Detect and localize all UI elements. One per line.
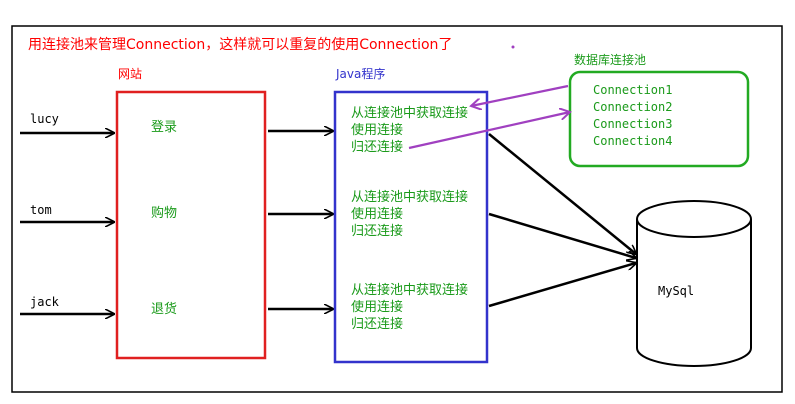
mysql-cylinder-body: [636, 219, 752, 367]
pool-label: 数据库连接池: [574, 52, 646, 67]
website-box: [115, 90, 267, 360]
java-block-2-get: 从连接池中获取连接: [351, 189, 468, 205]
java-block-1-get: 从连接池中获取连接: [351, 105, 468, 121]
diagram-title: 用连接池来管理Connection，这样就可以重复的使用Connection了: [28, 36, 452, 53]
java-db-arrow-2: [488, 212, 636, 258]
java-block-3-get: 从连接池中获取连接: [351, 282, 468, 298]
user-label-tom: tom: [30, 203, 52, 217]
action-return: 退货: [151, 301, 177, 317]
java-program-label: Java程序: [335, 66, 385, 81]
java-block-3-use: 使用连接: [351, 299, 403, 315]
java-block-3: 从连接池中获取连接 使用连接 归还连接: [351, 282, 468, 332]
stray-dot: [511, 45, 515, 49]
return-connection-arrow: [408, 112, 570, 150]
java-block-2-return: 归还连接: [351, 223, 403, 239]
java-db-arrow-1: [488, 133, 636, 254]
java-block-1-return: 归还连接: [351, 139, 403, 155]
java-program-box: [333, 90, 489, 364]
mysql-label: MySql: [658, 284, 694, 298]
website-label: 网站: [118, 67, 142, 81]
mysql-database: MySql: [636, 200, 752, 367]
user-label-lucy: lucy: [30, 112, 59, 126]
mysql-cylinder-top: [636, 200, 752, 238]
java-block-1-use: 使用连接: [351, 122, 403, 138]
outer-frame: [11, 25, 783, 393]
get-connection-arrow: [471, 84, 569, 106]
pool-connection-1: Connection1: [593, 83, 672, 97]
pool-connection-2: Connection2: [593, 100, 672, 114]
user-label-jack: jack: [30, 295, 60, 309]
pool-connection-3: Connection3: [593, 117, 672, 131]
java-block-1: 从连接池中获取连接 使用连接 归还连接: [351, 105, 468, 155]
action-shopping: 购物: [151, 205, 177, 221]
java-block-3-return: 归还连接: [351, 316, 403, 332]
java-db-arrow-3: [488, 263, 636, 308]
action-login: 登录: [151, 120, 177, 135]
java-block-2-use: 使用连接: [351, 206, 403, 222]
pool-connection-4: Connection4: [593, 134, 672, 148]
java-block-2: 从连接池中获取连接 使用连接 归还连接: [351, 189, 468, 239]
